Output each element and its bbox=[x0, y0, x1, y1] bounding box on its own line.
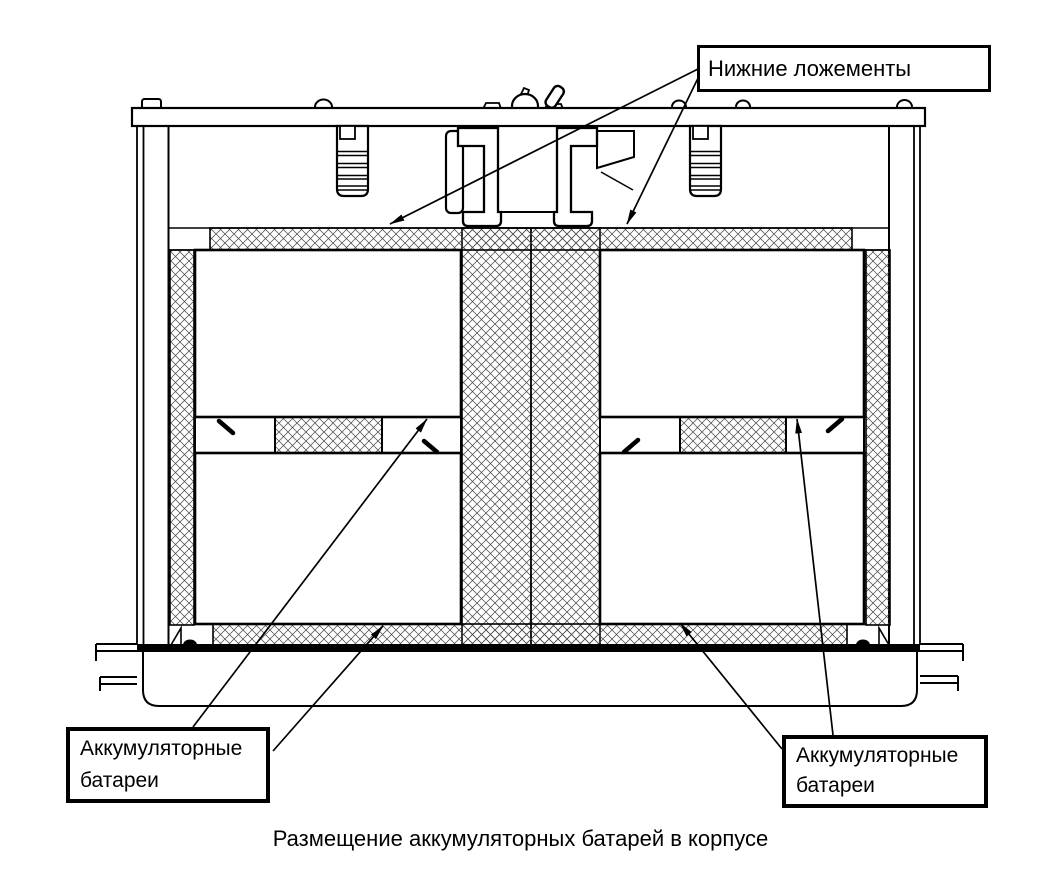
battery-upper-right bbox=[598, 248, 866, 419]
base-assembly bbox=[95, 625, 964, 707]
clip-wedge-left bbox=[169, 625, 182, 646]
clip-pad-left bbox=[183, 639, 197, 645]
leader-right-to-upper-battery bbox=[795, 418, 834, 736]
callout-batteries-left-line1: Аккумуляторные bbox=[80, 737, 243, 760]
callout-batteries-right-line1: Аккумуляторные bbox=[796, 744, 959, 767]
leader-top-to-left-cradle bbox=[389, 68, 699, 225]
flange-right-lower bbox=[920, 675, 959, 691]
clamp-hook-right bbox=[552, 126, 599, 228]
screw-dome-center-icon bbox=[510, 92, 540, 111]
batteries bbox=[193, 248, 866, 626]
leader-top-to-right-cradle bbox=[626, 71, 702, 225]
ribbed-bracket-right bbox=[688, 124, 723, 198]
top-rail bbox=[130, 106, 927, 128]
ribbed-bracket-left bbox=[335, 124, 370, 198]
leader-right-to-lower-battery bbox=[679, 622, 783, 750]
clamp-plate-left bbox=[444, 129, 465, 215]
clamp-plate-slanted bbox=[596, 130, 635, 170]
base-plate bbox=[137, 644, 920, 652]
battery-lower-left bbox=[193, 451, 463, 626]
callout-lower-cradles: Нижние ложементы bbox=[697, 45, 991, 92]
mid-spacer-pad-left bbox=[274, 416, 383, 454]
figure-caption: Размещение аккумуляторных батарей в корп… bbox=[272, 826, 769, 851]
flange-right-upper bbox=[920, 643, 964, 661]
callout-batteries-left-line2: батареи bbox=[80, 768, 159, 792]
leader-left-to-upper-battery bbox=[192, 418, 428, 728]
top-cradle-pad bbox=[209, 227, 853, 251]
outer-wall-right bbox=[913, 126, 921, 645]
left-foam-column bbox=[169, 249, 195, 626]
bottom-cradle-pad bbox=[212, 623, 848, 646]
toggle-lever-icon bbox=[544, 84, 566, 109]
callout-batteries-right-line2: батареи bbox=[796, 774, 875, 798]
callout-lower-cradles-text: Нижние ложементы bbox=[708, 56, 912, 81]
battery-lower-right bbox=[598, 451, 866, 626]
rail-top-hardware bbox=[141, 84, 913, 111]
mid-shelf-sides bbox=[194, 417, 865, 453]
clip-pad-right bbox=[856, 639, 871, 645]
battery-upper-left bbox=[193, 248, 463, 419]
mid-spacer-pad-right bbox=[679, 416, 787, 454]
flange-left-lower bbox=[99, 676, 137, 691]
clamp-plate-edge-line bbox=[600, 171, 634, 191]
center-clamp-assembly bbox=[444, 126, 635, 228]
flange-left-upper bbox=[95, 643, 137, 661]
callout-batteries-right: Аккумуляторные батареи bbox=[782, 735, 988, 808]
bottom-tray bbox=[142, 652, 918, 707]
clamp-hook-left bbox=[456, 126, 503, 228]
leader-lines bbox=[192, 68, 834, 752]
clip-wedge-right bbox=[878, 625, 891, 646]
outer-wall-left bbox=[136, 126, 145, 645]
leader-left-to-lower-battery bbox=[272, 625, 384, 752]
housing-frame bbox=[130, 106, 927, 645]
callout-batteries-left: Аккумуляторные батареи bbox=[66, 727, 270, 803]
strap-ticks bbox=[216, 416, 845, 455]
right-foam-column bbox=[865, 249, 891, 626]
